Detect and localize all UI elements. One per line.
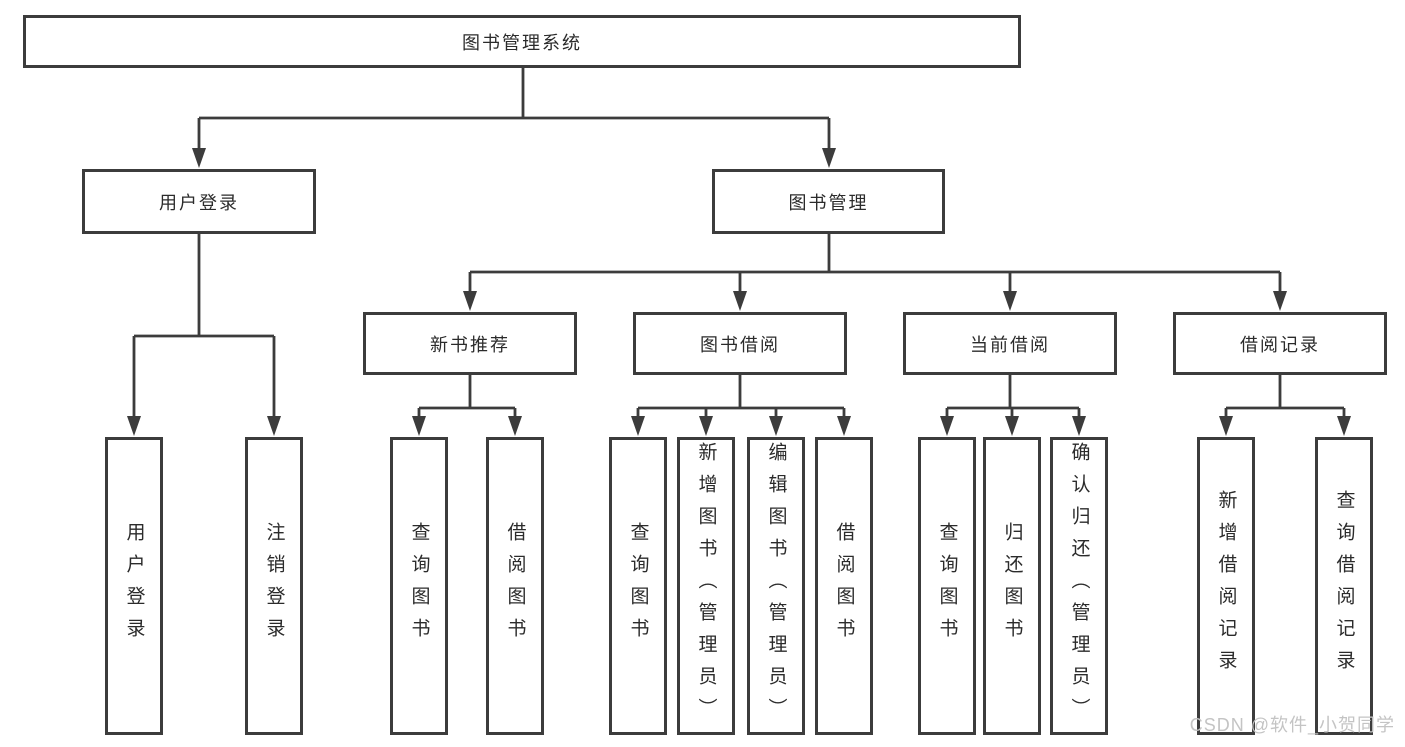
node-label: 编辑图书（管理员） — [765, 442, 787, 730]
tree-edges — [132, 67, 1346, 420]
node-label: 新书推荐 — [430, 334, 510, 355]
node-current-borrowing: 当前借阅 — [903, 312, 1117, 375]
leaf-logout: 注销登录 — [245, 437, 303, 735]
leaf-add-books-admin: 新增图书（管理员） — [677, 437, 735, 735]
node-label: 用户登录 — [159, 192, 239, 213]
node-label: 借阅记录 — [1240, 334, 1320, 355]
leaf-query-books-current: 查询图书 — [918, 437, 976, 735]
node-book-management: 图书管理 — [712, 169, 945, 234]
node-label: 查询图书 — [408, 522, 430, 650]
leaf-query-borrow-record: 查询借阅记录 — [1315, 437, 1373, 735]
leaf-query-books-borrow: 查询图书 — [609, 437, 667, 735]
node-label: 借阅图书 — [833, 522, 855, 650]
node-label: 图书借阅 — [700, 334, 780, 355]
node-label: 新增借阅记录 — [1215, 490, 1237, 682]
node-label: 查询图书 — [627, 522, 649, 650]
node-label: 当前借阅 — [970, 334, 1050, 355]
node-user-login: 用户登录 — [82, 169, 316, 234]
node-new-book-recommendation: 新书推荐 — [363, 312, 577, 375]
arrowheads — [127, 148, 1351, 436]
leaf-add-borrow-record: 新增借阅记录 — [1197, 437, 1255, 735]
leaf-query-books-recommend: 查询图书 — [390, 437, 448, 735]
node-label: 查询借阅记录 — [1333, 490, 1355, 682]
node-library-management-system: 图书管理系统 — [23, 15, 1021, 68]
node-borrowing-records: 借阅记录 — [1173, 312, 1387, 375]
node-label: 用户登录 — [123, 522, 145, 650]
node-book-borrowing: 图书借阅 — [633, 312, 847, 375]
node-label: 借阅图书 — [504, 522, 526, 650]
node-label: 归还图书 — [1001, 522, 1023, 650]
node-label: 注销登录 — [263, 522, 285, 650]
leaf-confirm-return-admin: 确认归还（管理员） — [1050, 437, 1108, 735]
node-label: 查询图书 — [936, 522, 958, 650]
node-label: 图书管理系统 — [462, 32, 582, 53]
leaf-borrow-books: 借阅图书 — [815, 437, 873, 735]
csdn-watermark: CSDN @软件_小贺同学 — [1189, 715, 1395, 735]
leaf-return-books: 归还图书 — [983, 437, 1041, 735]
leaf-borrow-books-recommend: 借阅图书 — [486, 437, 544, 735]
leaf-edit-books-admin: 编辑图书（管理员） — [747, 437, 805, 735]
node-label: 确认归还（管理员） — [1068, 442, 1090, 730]
node-label: 新增图书（管理员） — [695, 442, 717, 730]
leaf-user-login: 用户登录 — [105, 437, 163, 735]
node-label: 图书管理 — [788, 192, 869, 213]
